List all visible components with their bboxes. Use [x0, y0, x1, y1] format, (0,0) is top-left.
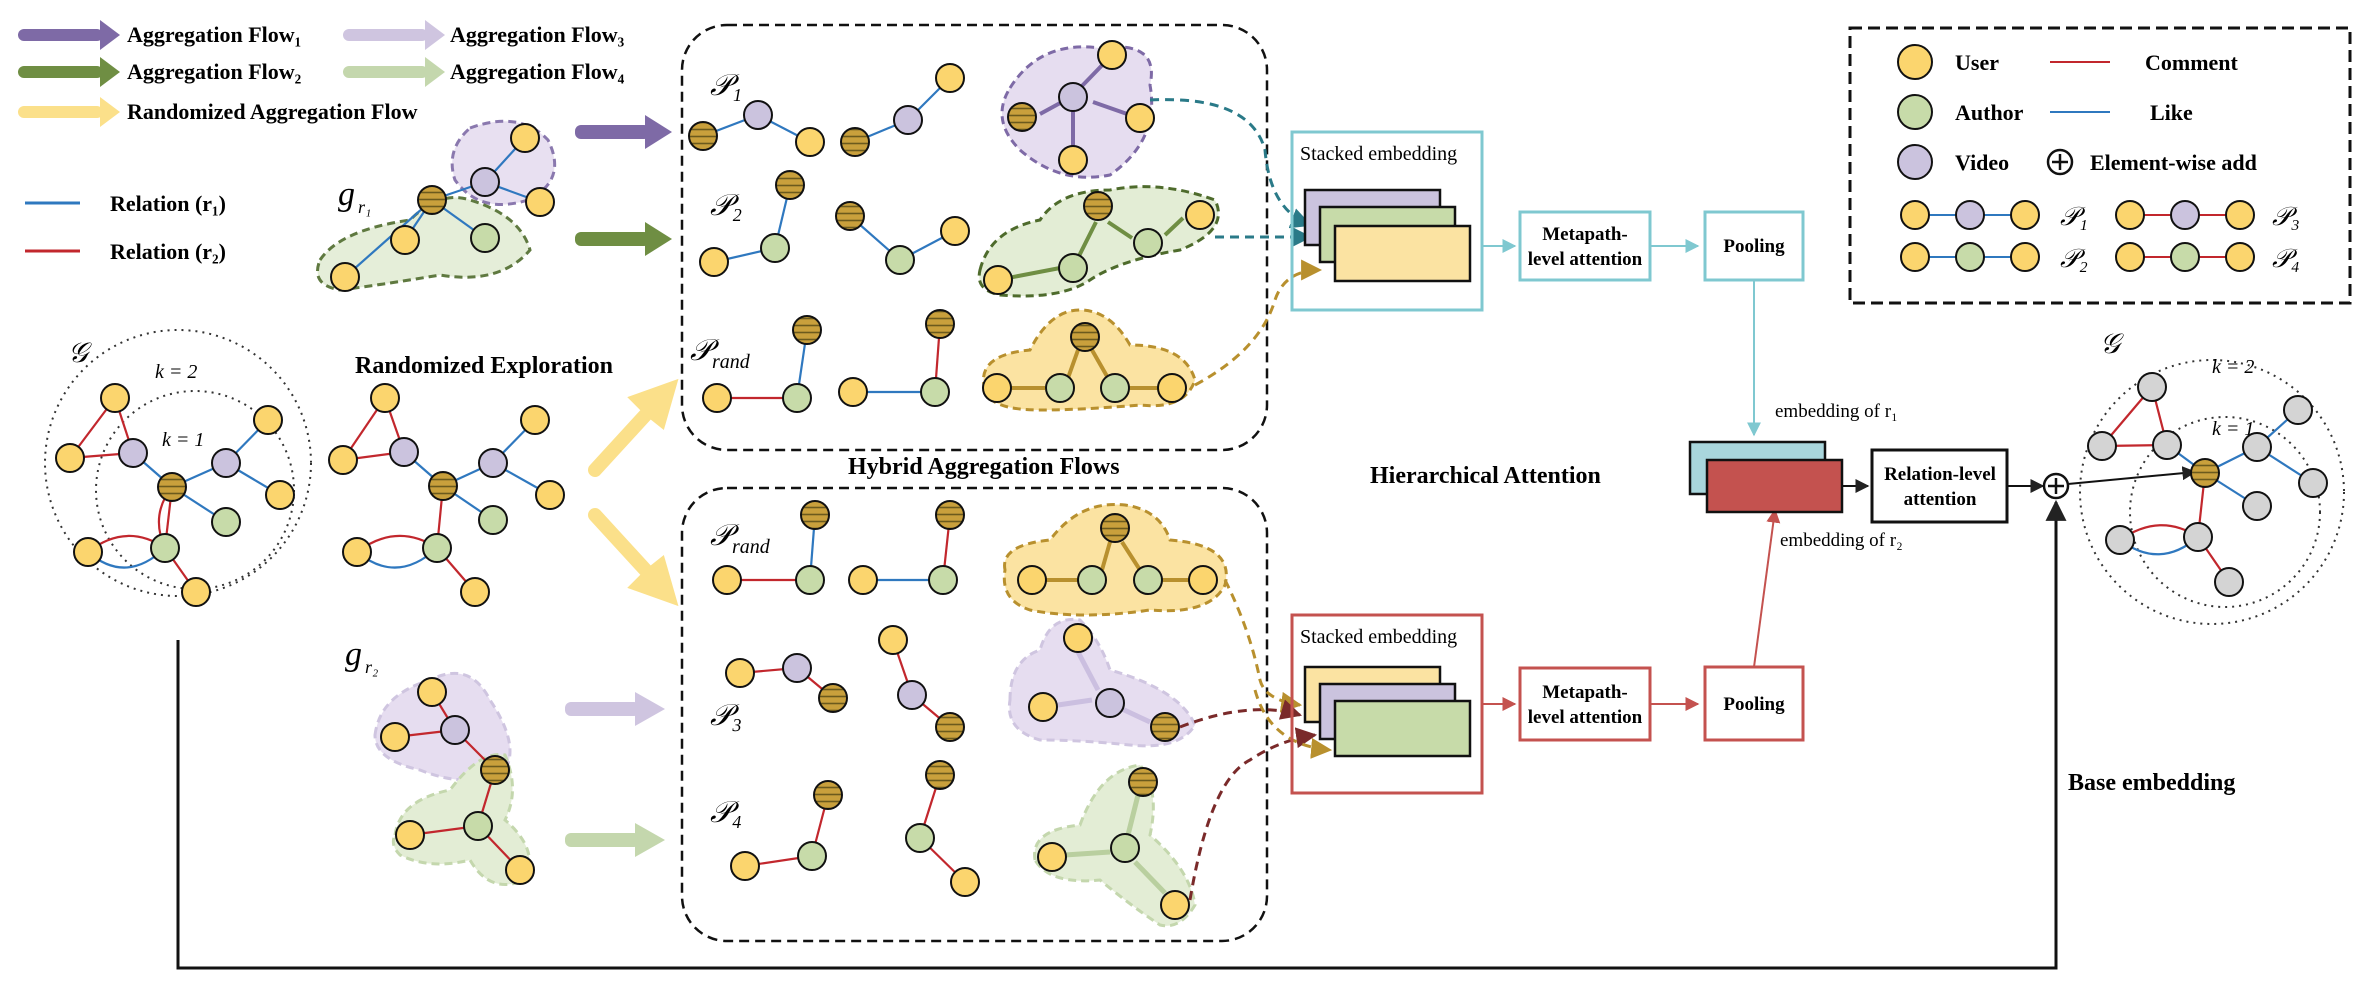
metapath-panel-r2: 𝒫 rand 𝒫₃ [680, 486, 1269, 943]
metapath-attention-r1: Metapath- level attention [1518, 210, 1652, 282]
graph-g-label: 𝒢 [68, 338, 92, 369]
subgraph-r2: g r₂ [345, 636, 535, 886]
random-flow-arrows [588, 378, 679, 607]
flow2-label: Aggregation Flow₂ [127, 59, 302, 84]
random-flow-arrow-icon [18, 97, 120, 127]
legend-comment: Comment [2145, 50, 2239, 75]
embedding-r1-label: embedding of r₁ [1775, 401, 1898, 422]
legend-video: Video [1955, 150, 2009, 175]
gr2-label: g [345, 636, 362, 673]
flow4-arrow-icon [343, 57, 445, 87]
stacked-embedding-r2: Stacked embedding [1290, 613, 1484, 795]
p4-label: 𝒫₄ [710, 796, 742, 829]
author-node-icon [1897, 94, 1933, 130]
legend-element-wise-add: Element-wise add [2090, 150, 2257, 175]
k1-label: k = 1 [162, 429, 204, 451]
metapath-panel-r1: 𝒫₁ 𝒫₂ [680, 23, 1269, 452]
k2-label: k = 2 [155, 361, 197, 383]
panel-to-stack-connectors [1149, 98, 1333, 901]
flow3-label: Aggregation Flow₃ [450, 22, 625, 47]
flow4-label: Aggregation Flow₄ [450, 59, 625, 84]
p1-label: 𝒫₁ [710, 69, 742, 102]
node-edge-legend: User Comment Author Like Video Element-w… [1848, 26, 2352, 305]
flow2-arrow-icon [18, 57, 120, 87]
metapath-attention-r2: Metapath- level attention [1518, 666, 1652, 742]
output-k1-label: k = 1 [2212, 418, 2254, 440]
output-graph-g-label: 𝒢 [2100, 329, 2124, 360]
flow1-arrow-icon [18, 20, 120, 50]
legend-p2: 𝒫₂ [2060, 244, 2088, 273]
base-embedding-path: Base embedding [176, 499, 2235, 970]
p2-path-icon [1900, 242, 2040, 272]
p1-path-icon [1900, 200, 2040, 230]
plus-circle-icon [2046, 148, 2074, 176]
p3-label: 𝒫₃ [710, 699, 742, 732]
randomized-exploration-label: Randomized Exploration [355, 353, 613, 379]
user-node-icon [1897, 44, 1933, 80]
hierarchical-attention-label: Hierarchical Attention [1370, 463, 1601, 489]
hybrid-flows-label: Hybrid Aggregation Flows [848, 454, 1120, 480]
prand-sub-label: rand [712, 351, 751, 373]
pooling-r1: Pooling [1703, 210, 1805, 282]
metapath-attention-r1-line1: Metapath- [1542, 224, 1627, 245]
gr2-sub-label: r₂ [365, 657, 378, 677]
output-graph: 𝒢 k = 2 k = 1 [2079, 329, 2345, 625]
prand2-sub-label: rand [732, 536, 771, 558]
stacked-embedding-r1-label: Stacked embedding [1300, 143, 1457, 165]
r2-label: Relation (r₂) [110, 239, 226, 264]
randomized-exploration: Randomized Exploration [328, 353, 679, 607]
element-wise-add-node [2042, 472, 2070, 500]
relation-attention: Relation-level attention [1870, 448, 2009, 524]
legend-p4: 𝒫₄ [2272, 244, 2300, 273]
embedding-r2-label: embedding of r₂ [1780, 530, 1903, 551]
p2-label: 𝒫₂ [710, 189, 742, 222]
base-embedding-label: Base embedding [2068, 770, 2235, 796]
legend-p1: 𝒫₁ [2060, 202, 2088, 231]
flow-legend: Aggregation Flow₁ Aggregation Flow₃ Aggr… [18, 20, 625, 264]
flow-arrows-to-panels [565, 115, 672, 857]
stacked-embedding-r1: Stacked embedding [1290, 130, 1484, 312]
random-flow-label: Randomized Aggregation Flow [127, 99, 418, 124]
relation-attention-line2: attention [1904, 489, 1977, 510]
subgraph-r1: g r₁ [316, 119, 557, 292]
metapath-attention-r2-line1: Metapath- [1542, 682, 1627, 703]
metapath-attention-r1-line2: level attention [1528, 249, 1643, 270]
input-graph: 𝒢 k = 2 k = 1 [44, 329, 312, 607]
flow1-label: Aggregation Flow₁ [127, 22, 301, 47]
legend-user: User [1955, 50, 1999, 75]
stacked-embedding-r2-label: Stacked embedding [1300, 626, 1457, 648]
video-node-icon [1897, 144, 1933, 180]
legend-p3: 𝒫₃ [2272, 202, 2300, 231]
gr1-sub-label: r₁ [358, 197, 371, 217]
gr1-label: g [338, 176, 355, 213]
p4-path-icon [2115, 242, 2255, 272]
metapath-attention-r2-line2: level attention [1528, 707, 1643, 728]
pooling-r2-label: Pooling [1723, 694, 1785, 715]
output-k2-label: k = 2 [2212, 356, 2254, 378]
legend-author: Author [1955, 100, 2024, 125]
r1-label: Relation (r₁) [110, 191, 226, 216]
p3-path-icon [2115, 200, 2255, 230]
relation-embeddings [1688, 440, 1844, 514]
relation-attention-line1: Relation-level [1884, 464, 1996, 485]
flow3-arrow-icon [343, 20, 445, 50]
pooling-r1-label: Pooling [1723, 236, 1785, 257]
legend-like: Like [2150, 100, 2193, 125]
pooling-r2: Pooling [1703, 665, 1805, 742]
